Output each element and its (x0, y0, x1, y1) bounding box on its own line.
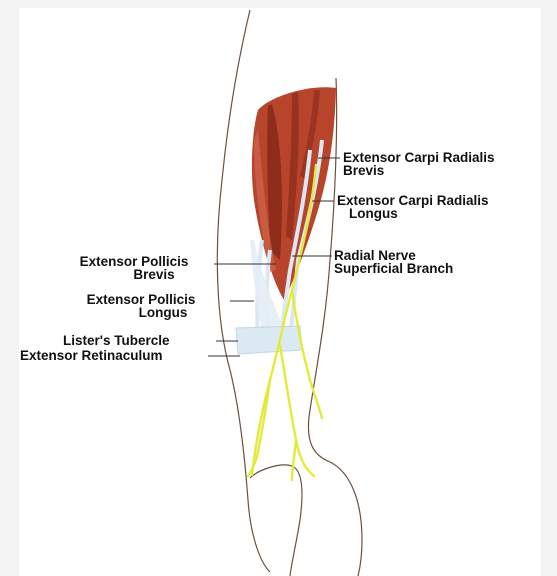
label-extensor-pollicis-longus: Extensor Pollicis Longus (56, 293, 226, 319)
extensor-retinaculum (236, 326, 302, 354)
label-extensor-pollicis-brevis: Extensor Pollicis Brevis (54, 255, 214, 281)
thumb-outline (250, 465, 302, 576)
label-extensor-retinaculum: Extensor Retinaculum (20, 349, 163, 362)
label-epl-line2: Longus (56, 306, 226, 319)
label-ecrb-line2: Brevis (343, 164, 495, 177)
label-radial-nerve: Radial Nerve Superficial Branch (334, 249, 453, 275)
label-listers-tubercle: Lister's Tubercle (63, 334, 170, 347)
label-listers-tubercle-text: Lister's Tubercle (63, 334, 170, 347)
label-ecrl-line2: Longus (337, 207, 489, 220)
label-epb-line2: Brevis (54, 268, 214, 281)
label-extensor-retinaculum-text: Extensor Retinaculum (20, 349, 163, 362)
label-extensor-carpi-radialis-longus: Extensor Carpi Radialis Longus (337, 194, 489, 220)
label-extensor-carpi-radialis-brevis: Extensor Carpi Radialis Brevis (343, 151, 495, 177)
label-radial-nerve-line2: Superficial Branch (334, 262, 453, 275)
